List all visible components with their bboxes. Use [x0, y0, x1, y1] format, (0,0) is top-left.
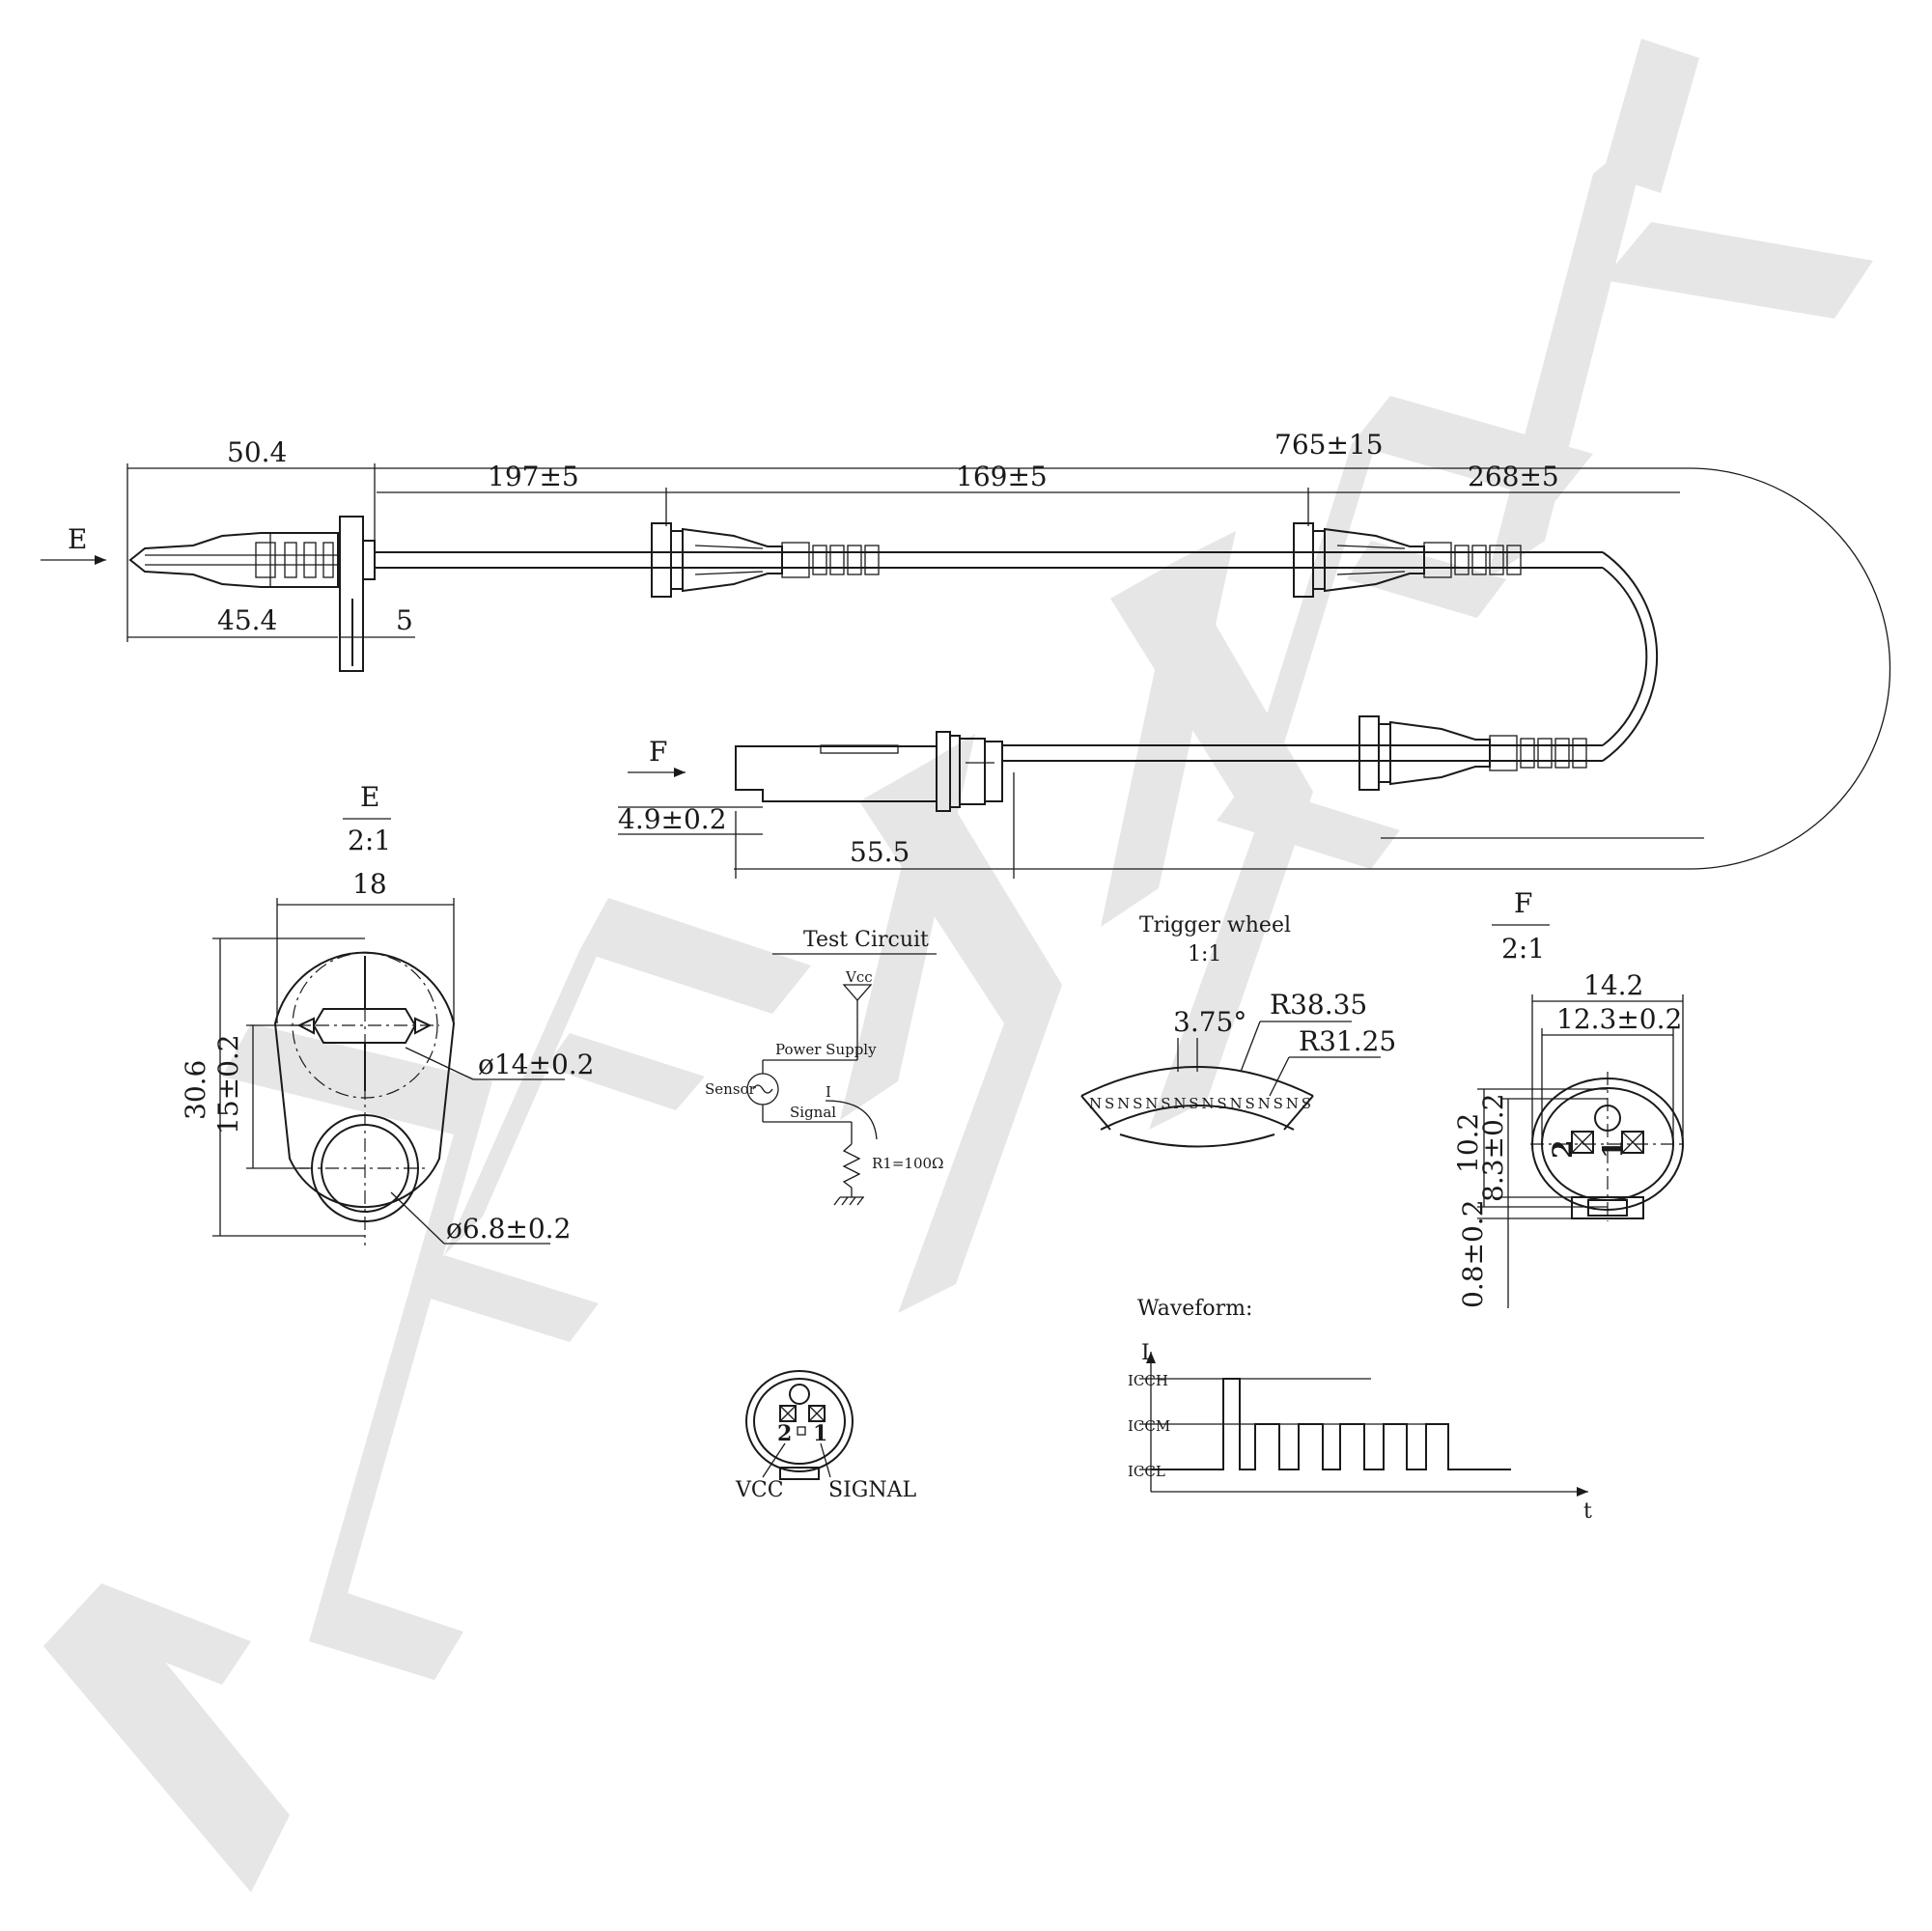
dim-169: 169±5: [956, 461, 1048, 492]
grommet-1: [651, 522, 880, 598]
test-circuit-resistor: R1=100Ω: [872, 1155, 943, 1172]
dim-50-4: 50.4: [227, 436, 287, 468]
dim-268: 268±5: [1468, 461, 1559, 492]
view-e-arrow: E: [41, 523, 106, 565]
dim-e-diam-small: ø6.8±0.2: [446, 1213, 571, 1245]
view-f-pin-1: 1: [1597, 1140, 1629, 1159]
cable-bend-outer: [1602, 551, 1659, 762]
waveform-y-label: I: [1141, 1341, 1150, 1365]
waveform: Waveform: I t ICCH ICCM ICCL: [1128, 1297, 1592, 1524]
dim-f-height: 10.2: [1452, 1113, 1484, 1173]
view-f-scale: 2:1: [1501, 933, 1545, 965]
dim-4-9: 4.9±0.2: [618, 803, 727, 835]
test-circuit-current: I: [826, 1083, 831, 1101]
trigger-wheel-r-inner: R31.25: [1299, 1025, 1396, 1057]
pinout-pin-2: 2: [777, 1421, 792, 1446]
dim-f-clip: 0.8±0.2: [1457, 1199, 1489, 1308]
test-circuit: Test Circuit Vcc Power Supply Sensor Sig…: [705, 928, 943, 1206]
dim-765: 765±15: [1274, 429, 1384, 461]
dim-e-diam-large: ø14±0.2: [478, 1049, 594, 1080]
trigger-wheel-r-outer: R38.35: [1270, 989, 1367, 1021]
sensor-head: [128, 516, 1603, 672]
view-e: E 2:1 18 30.6 15±0.2 ø14±0.2 ø6.8±0.2: [180, 781, 594, 1245]
pinout-signal: SIGNAL: [828, 1478, 916, 1502]
dim-5: 5: [396, 604, 413, 636]
view-f-title: F: [1514, 887, 1532, 919]
arrow-label-e: E: [68, 523, 87, 555]
view-f: F 2:1 2 1 14.2 12.3±0.2 10.2: [1452, 887, 1685, 1308]
waveform-level-mid: ICCM: [1128, 1417, 1170, 1435]
dim-e-offset: 15±0.2: [212, 1034, 244, 1134]
test-circuit-title: Test Circuit: [803, 928, 929, 952]
dim-f-outer-width: 14.2: [1583, 969, 1643, 1001]
dim-55-5: 55.5: [850, 836, 910, 868]
dimension-lines: [126, 463, 1891, 879]
test-circuit-sensor: Sensor: [705, 1080, 757, 1098]
trigger-wheel: Trigger wheel 1:1 NSNSNSNSNSNSNSNS 3.75°…: [1080, 913, 1396, 1148]
view-f-pin-2: 2: [1547, 1140, 1579, 1159]
cable-bend-inner: [1602, 567, 1648, 746]
dim-f-inner-width: 12.3±0.2: [1556, 1003, 1682, 1035]
dim-f-inner-height: 8.3±0.2: [1477, 1093, 1509, 1202]
connector-pinout: 2 1 VCC SIGNAL: [735, 1370, 916, 1502]
view-e-title: E: [360, 781, 379, 813]
pinout-vcc: VCC: [735, 1478, 784, 1502]
trigger-wheel-angle: 3.75°: [1173, 1006, 1246, 1038]
dim-45-4: 45.4: [217, 604, 277, 636]
test-circuit-signal: Signal: [790, 1104, 836, 1121]
grommet-3: [1358, 715, 1587, 791]
trigger-wheel-scale: 1:1: [1188, 942, 1221, 966]
dim-e-height: 30.6: [180, 1060, 211, 1120]
pinout-pin-1: 1: [813, 1421, 827, 1446]
connector-f-side: [735, 731, 1014, 812]
test-circuit-power-supply: Power Supply: [775, 1041, 877, 1058]
dim-e-width: 18: [352, 868, 387, 900]
view-e-scale: 2:1: [348, 825, 391, 856]
dim-197: 197±5: [488, 461, 579, 492]
waveform-x-label: t: [1583, 1499, 1592, 1524]
waveform-level-high: ICCH: [1128, 1372, 1168, 1389]
view-f-arrow: F: [628, 736, 686, 777]
waveform-title: Waveform:: [1137, 1297, 1252, 1321]
grommet-2: [1293, 522, 1522, 598]
trigger-wheel-title: Trigger wheel: [1139, 913, 1291, 938]
waveform-level-low: ICCL: [1128, 1463, 1165, 1480]
arrow-label-f: F: [649, 736, 667, 768]
test-circuit-vcc: Vcc: [845, 968, 873, 986]
main-view: E: [41, 429, 1891, 879]
